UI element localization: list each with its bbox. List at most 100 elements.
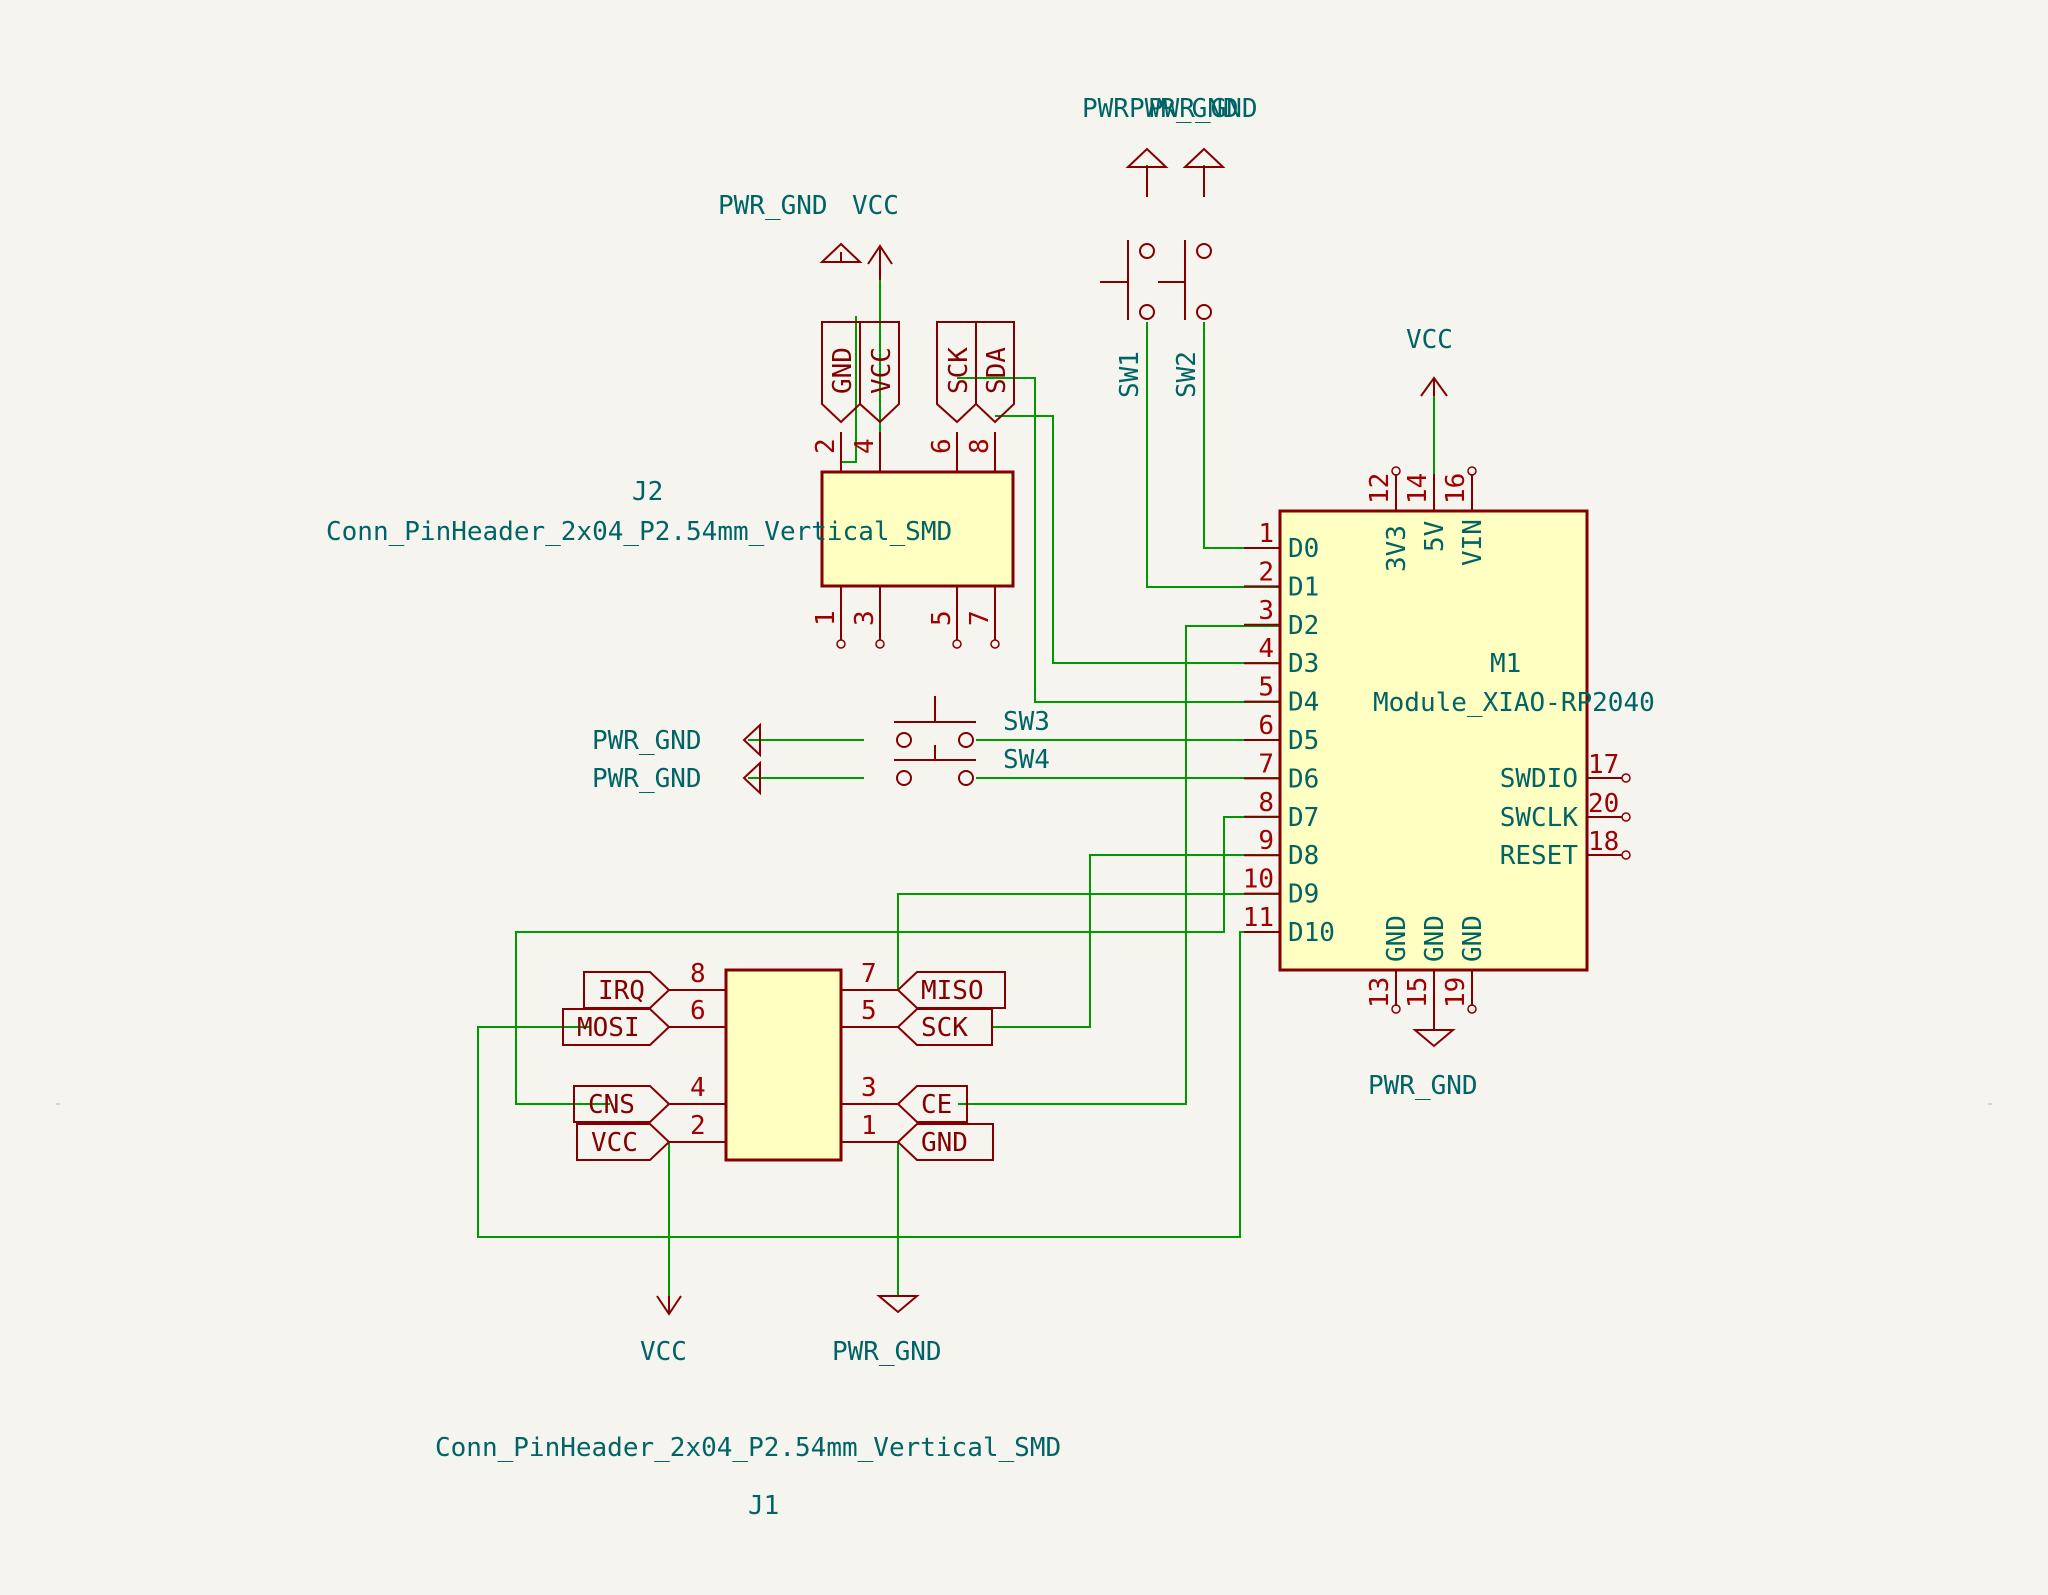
- sw-pwr-overlap-label: PWRPWR_GND: [1082, 94, 1239, 124]
- j1-body: [724, 968, 843, 1162]
- sw2-ref: SW2: [1172, 351, 1202, 398]
- j2-pin-8: 8: [965, 438, 995, 454]
- j2-vcc-flag: [859, 321, 900, 424]
- j1-connector: IRQ MOSI CNS VCC MISO SCK CE GND 8 6 4 2…: [435, 959, 1061, 1521]
- wire-j2-gnd: [840, 316, 857, 463]
- j1-label-irq: IRQ: [598, 976, 645, 1006]
- m1-pinname-d2: D2: [1288, 611, 1319, 641]
- sw3-ref: SW3: [1003, 707, 1050, 737]
- m1-pinname-gnd-15: GND: [1420, 915, 1450, 962]
- j2-sck-flag: [936, 321, 977, 424]
- sw1-pwr-symbol: [1125, 147, 1169, 197]
- wire-d2-ce: [958, 625, 1280, 1105]
- sw3-switch: SW3: [894, 696, 1050, 748]
- m1-body: [1278, 509, 1589, 972]
- sw2-switch: SW2: [1158, 240, 1212, 398]
- m1-pin-13: 13: [1365, 977, 1395, 1008]
- j1-cns-flag: [573, 1085, 671, 1123]
- m1-pinname-reset: RESET: [1500, 841, 1579, 871]
- j2-pin-6: 6: [927, 438, 957, 454]
- wire-sw2-d0: [1203, 322, 1280, 549]
- m1-pinname-vin: VIN: [1458, 519, 1488, 566]
- m1-pinname-d7: D7: [1288, 803, 1319, 833]
- j1-vcc-label: VCC: [640, 1337, 687, 1367]
- j1-sck-flag: [896, 1008, 993, 1046]
- j2-label-sda: SDA: [982, 347, 1012, 394]
- j1-label-vcc: VCC: [591, 1128, 638, 1158]
- j2-value: Conn_PinHeader_2x04_P2.54mm_Vertical_SMD: [326, 517, 952, 547]
- m1-pwr-gnd-label: PWR_GND: [1368, 1071, 1478, 1101]
- m1-value: Module_XIAO-RP2040: [1373, 688, 1655, 718]
- j1-label-sck: SCK: [921, 1013, 968, 1043]
- m1-pinname-swdio: SWDIO: [1500, 764, 1578, 794]
- m1-pinname-swclk: SWCLK: [1500, 803, 1579, 833]
- j1-gnd-flag: [896, 1123, 994, 1161]
- j2-vcc-symbol: [867, 244, 893, 280]
- m1-pin-11: 11: [1243, 903, 1274, 933]
- m1-pinname-d6: D6: [1288, 764, 1319, 794]
- m1-pin-3: 3: [1258, 596, 1274, 626]
- j1-irq-flag: [583, 971, 671, 1009]
- m1-pinname-5v: 5V: [1420, 521, 1450, 552]
- sw4-gnd-symbol: [742, 760, 761, 796]
- wire-d7-cns: [515, 816, 1280, 1105]
- j1-value: Conn_PinHeader_2x04_P2.54mm_Vertical_SMD: [435, 1433, 1061, 1463]
- m1-pinname-3v3: 3V3: [1382, 525, 1412, 572]
- j2-pwr-gnd-label: PWR_GND: [718, 191, 828, 221]
- m1-pin-5: 5: [1258, 673, 1274, 703]
- m1-pinname-gnd-13: GND: [1382, 915, 1412, 962]
- m1-pin-20: 20: [1588, 789, 1619, 819]
- j1-gnd-symbol: [876, 1295, 920, 1314]
- j2-body: [820, 470, 1015, 588]
- sw3-gnd-symbol: [742, 722, 761, 758]
- j2-pin-4: 4: [850, 438, 880, 454]
- j2-label-sck: SCK: [944, 347, 974, 394]
- sw-pwr-gnd-label: PWR_GND: [1148, 94, 1258, 124]
- j1-pin-6: 6: [690, 996, 706, 1026]
- wires: [477, 165, 1435, 1296]
- j2-pin-2: 2: [811, 438, 841, 454]
- j2-pin-1: 1: [811, 610, 841, 626]
- m1-pin-9: 9: [1258, 826, 1274, 856]
- j1-label-mosi: MOSI: [577, 1013, 640, 1043]
- m1-pin-14: 14: [1403, 473, 1433, 504]
- m1-pinname-d5: D5: [1288, 726, 1319, 756]
- m1-ref: M1: [1490, 649, 1521, 679]
- m1-pin-12: 12: [1365, 473, 1395, 504]
- wire-j2-sda: [995, 415, 1280, 664]
- m1-pinname-d0: D0: [1288, 534, 1319, 564]
- wire-d8-sck: [992, 854, 1280, 1028]
- sw3-pwr-gnd-label: PWR_GND: [592, 726, 702, 756]
- sw1-switch: SW1: [1100, 240, 1155, 398]
- power-symbols: PWR_GND VCC PWRPWR_GND PWR_GND VCC PW: [592, 94, 1478, 1367]
- j2-ref: J2: [632, 477, 663, 507]
- j1-label-miso: MISO: [921, 976, 984, 1006]
- m1-pinname-d9: D9: [1288, 880, 1319, 910]
- j2-gnd-flag: [821, 321, 861, 424]
- sw4-ref: SW4: [1003, 745, 1050, 775]
- m1-vcc-label: VCC: [1406, 325, 1453, 355]
- m1-pin-15: 15: [1403, 977, 1433, 1008]
- j2-pin-3: 3: [850, 610, 880, 626]
- m1-pin-7: 7: [1258, 749, 1274, 779]
- j1-mosi-flag: [562, 1008, 671, 1046]
- j2-connector: GND VCC SCK SDA 2 4 6 8 1 3 5 7 J2 Conn_…: [326, 321, 1015, 649]
- j1-pin-1: 1: [861, 1111, 877, 1141]
- j2-pin-7: 7: [965, 610, 995, 626]
- j1-label-cns: CNS: [588, 1090, 635, 1120]
- m1-pinname-d1: D1: [1288, 572, 1319, 602]
- j1-vcc-flag: [576, 1123, 671, 1161]
- j1-pin-8: 8: [690, 959, 706, 989]
- m1-pin-17: 17: [1588, 750, 1619, 780]
- sw2-pwr-symbol: [1182, 147, 1226, 197]
- m1-pin-1: 1: [1258, 519, 1274, 549]
- m1-vcc-symbol: [1420, 376, 1448, 397]
- m1-pin-2: 2: [1258, 557, 1274, 587]
- j1-vcc-symbol: [656, 1295, 682, 1316]
- wire-d9-miso: [897, 893, 1280, 990]
- wire-sw1-d1: [1146, 322, 1280, 588]
- sw1-ref: SW1: [1115, 351, 1145, 398]
- sw4-pwr-gnd-label: PWR_GND: [592, 764, 702, 794]
